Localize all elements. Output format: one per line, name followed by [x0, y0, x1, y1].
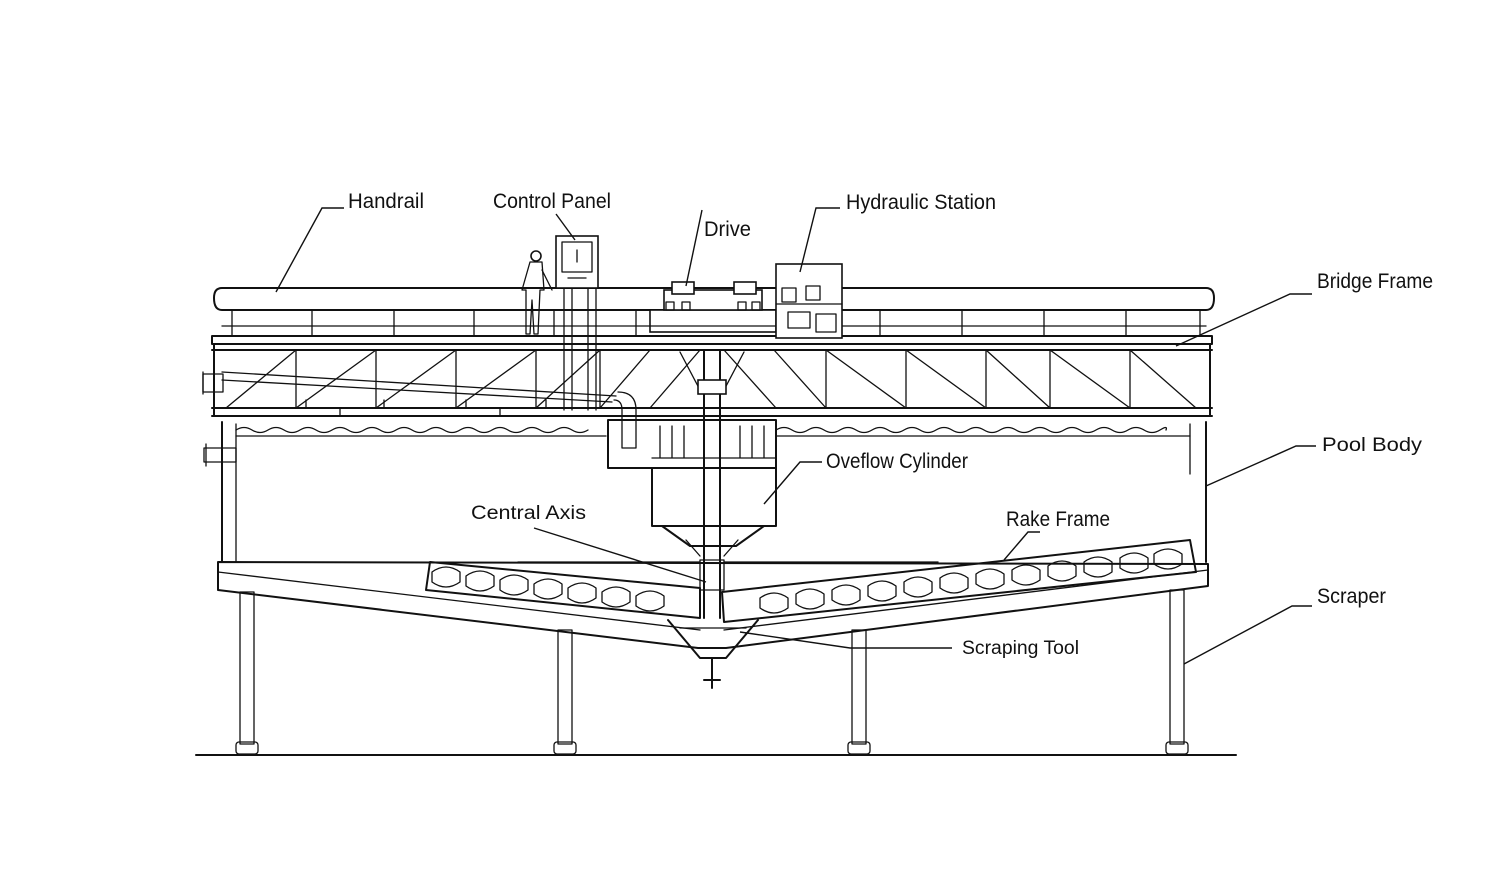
drive-unit [649, 281, 777, 333]
leader-rake-frame [1003, 531, 1040, 561]
leader-lines [275, 207, 1316, 665]
bridge-frame [211, 287, 1213, 449]
label-rake-frame: Rake Frame [1006, 508, 1110, 531]
label-control-panel: Control Panel [493, 190, 611, 213]
leader-scraper [1183, 605, 1312, 665]
overflow-cylinder [607, 419, 777, 557]
label-overflow-cylinder: Oveflow Cylinder [826, 450, 968, 473]
label-hydraulic-station: Hydraulic Station [846, 191, 996, 214]
hydraulic-station [775, 263, 843, 339]
label-scraper: Scraper [1317, 585, 1386, 608]
leader-pool-body [1205, 445, 1316, 487]
leader-scraping-tool [739, 631, 952, 649]
scraper-blades-left [431, 566, 665, 612]
label-pool-body: Pool Body [1322, 435, 1423, 456]
control-panel [555, 235, 599, 289]
label-handrail: Handrail [348, 190, 424, 213]
leader-drive [685, 209, 703, 287]
leader-central-axis [533, 527, 707, 583]
label-bridge-frame: Bridge Frame [1317, 270, 1433, 293]
leader-overflow-cylinder [763, 461, 822, 505]
operator-figure [521, 250, 553, 335]
handrail [213, 287, 1215, 337]
label-central-axis: Central Axis [471, 503, 586, 524]
scraper-blades-right [759, 548, 1183, 614]
leader-handrail [275, 207, 344, 293]
central-axis [697, 349, 727, 619]
label-scraping-tool: Scraping Tool [962, 638, 1079, 659]
rake-frame [425, 539, 1197, 623]
leader-control-panel [555, 213, 576, 241]
label-drive: Drive [704, 218, 751, 241]
leader-hydraulic-station [799, 207, 840, 273]
leader-bridge-frame [1175, 293, 1312, 347]
